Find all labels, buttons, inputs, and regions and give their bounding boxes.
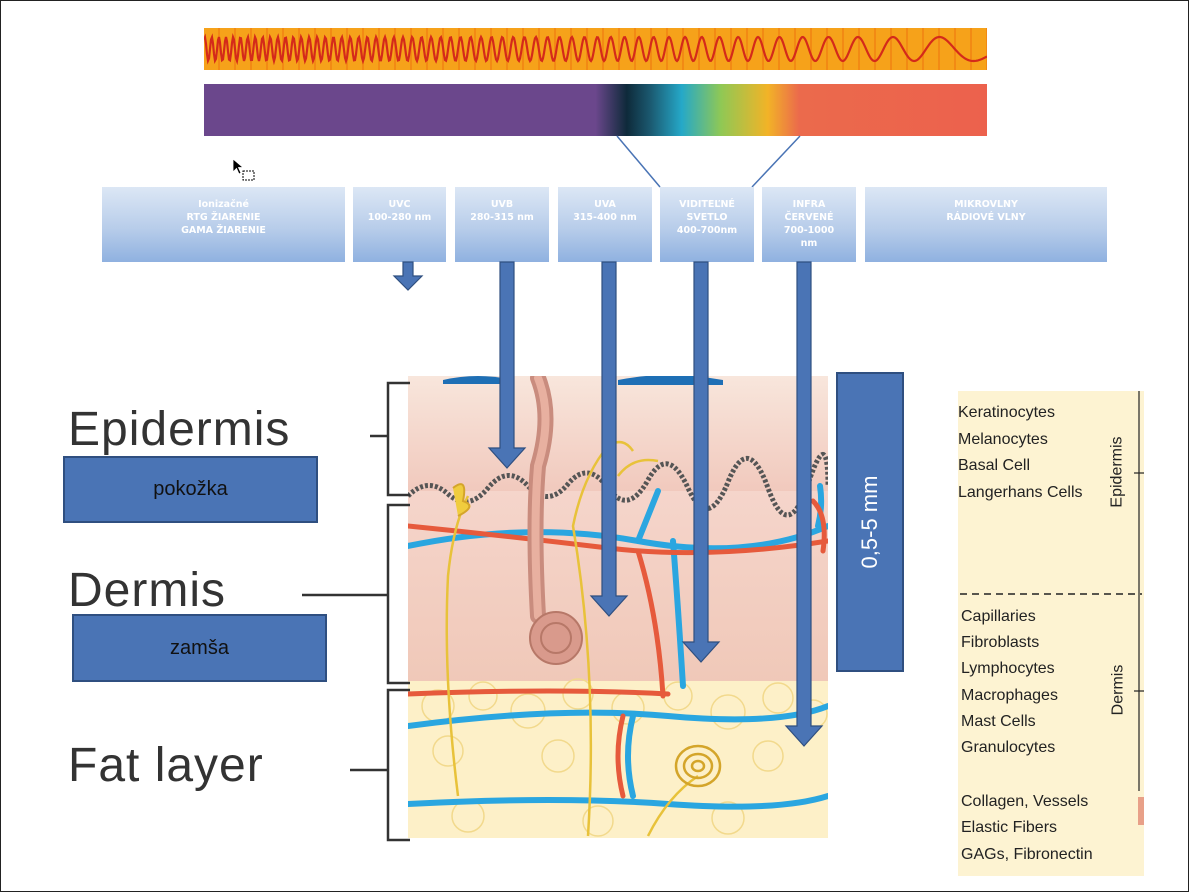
surface-patch [443,376,513,384]
infrared-arrow [784,261,824,747]
category-microwave-radio: MIKROVLNY RÁDIOVÉ VLNY [865,187,1107,262]
cell-item: Mast Cells [961,713,1036,730]
hair-follicle [527,376,583,665]
uvc-arrow [392,261,424,291]
uva-arrow [589,261,629,617]
cell-item: Granulocytes [961,739,1056,756]
cell-item: GAGs, Fibronectin [961,846,1093,863]
category-uva: UVA 315-400 nm [558,187,652,262]
thickness-box: 0,5-5 mm [836,372,904,672]
uvb-arrow [487,261,527,469]
category-ionizing: Ionizačné RTG ŽIARENIE GAMA ŽIARENIE [102,187,345,262]
skin-cross-section [408,376,828,838]
dermis-bracket [386,503,410,685]
side-mark [1138,797,1144,825]
epidermis-layer [408,376,828,491]
fat-bracket [386,688,410,842]
cell-item: Lymphocytes [961,660,1055,677]
category-uvc: UVC 100-280 nm [353,187,446,262]
cell-item: Langerhans Cells [958,484,1083,501]
cell-item: Basal Cell [958,457,1031,474]
epidermis-title: Epidermis [68,403,291,456]
cell-item: Melanocytes [958,431,1048,448]
epidermis-side-label: Epidermis [1108,436,1126,508]
nerves [445,440,699,837]
mouse-pointer-icon [232,158,258,189]
spectrum-color-bar [204,84,987,136]
category-visible: VIDITEĽNÉ SVETLO 400-700nm [660,187,754,262]
visible-zoom-line-right [751,135,801,188]
wave-line [202,33,988,66]
category-uvb: UVB 280-315 nm [455,187,549,262]
cell-item: Keratinocytes [958,404,1055,421]
category-infrared: INFRA ČERVENÉ 700-1000 nm [762,187,856,262]
cells-panel-lines [960,391,1144,825]
nerve-ending [452,483,471,517]
dermis-side-label: Dermis [1109,664,1127,716]
dermis-layer [408,491,828,686]
cell-item: Macrophages [961,687,1058,704]
visible-zoom-line-left [616,135,661,188]
cell-item: Fibroblasts [961,634,1040,651]
fat-cells [421,678,828,837]
dermis-translation-box: zamša [72,614,327,682]
pacinian-corpuscle [674,744,722,788]
basement-membrane [408,452,828,518]
cells-panel: Keratinocytes Melanocytes Basal Cell Lan… [958,391,1144,876]
fat-layer-title: Fat layer [68,739,264,792]
thickness-label: 0,5-5 mm [857,475,882,569]
cell-item: Collagen, Vessels [961,793,1089,810]
cell-item: Elastic Fibers [961,819,1058,836]
dermis-title: Dermis [68,564,226,617]
visible-arrow [681,261,721,663]
epidermis-bracket [386,381,410,497]
wavelength-wave-bar [202,28,988,70]
epidermis-translation-box: pokožka [63,456,318,523]
cell-item: Capillaries [961,608,1036,625]
